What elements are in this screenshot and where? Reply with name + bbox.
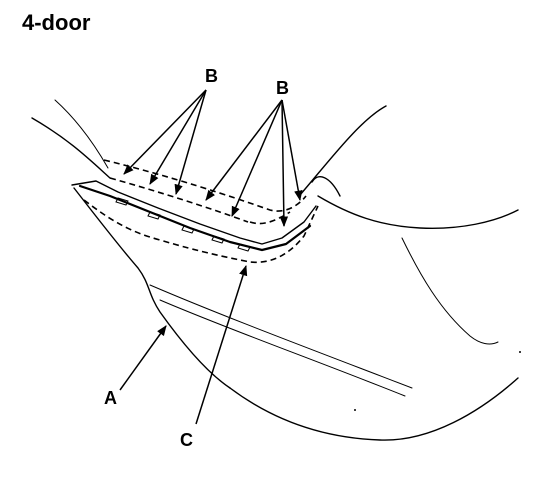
diagram-title: 4-door bbox=[22, 10, 91, 35]
label-a: A bbox=[104, 388, 117, 408]
label-b-left: B bbox=[205, 66, 218, 86]
label-b-right: B bbox=[276, 78, 289, 98]
bumper-cover bbox=[71, 180, 521, 441]
dashed-mounting-outline bbox=[83, 159, 319, 264]
callout-b-right: B bbox=[205, 78, 303, 228]
label-c: C bbox=[180, 430, 193, 450]
callout-a: A bbox=[104, 325, 167, 408]
callout-b-left: B bbox=[123, 66, 218, 196]
car-body-outline bbox=[31, 99, 519, 345]
callout-c: C bbox=[180, 264, 248, 450]
